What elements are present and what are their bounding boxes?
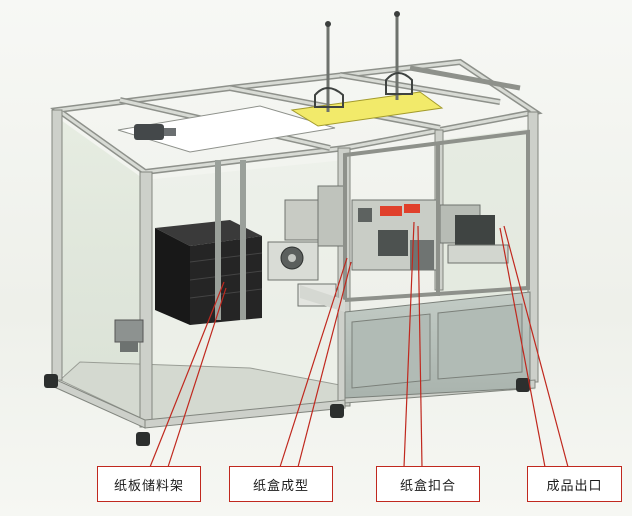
gear-motor [114,319,144,352]
callout-lines [149,221,569,468]
forming-mechanism [267,185,347,307]
callout-box-closing: 纸盒扣合 [376,466,480,502]
callout-box-forming-label: 纸盒成型 [252,478,309,494]
callout-storage-rack: 纸板储料架 [97,466,201,502]
top-plate-assembly [117,105,336,153]
callout-storage-rack-label: 纸板储料架 [113,478,184,494]
yellow-top-plate [290,91,444,127]
callout-product-exit: 成品出口 [527,466,622,502]
caster-wheels [44,374,530,446]
callout-product-exit-label: 成品出口 [546,478,603,494]
base-cabinet [300,285,531,399]
right-access-door [343,129,530,303]
callout-box-forming: 纸盒成型 [229,466,333,502]
guide-rods [314,15,413,112]
rack-supports [215,160,246,320]
closing-mechanism [351,199,509,271]
callout-box-closing-label: 纸盒扣合 [399,478,456,494]
